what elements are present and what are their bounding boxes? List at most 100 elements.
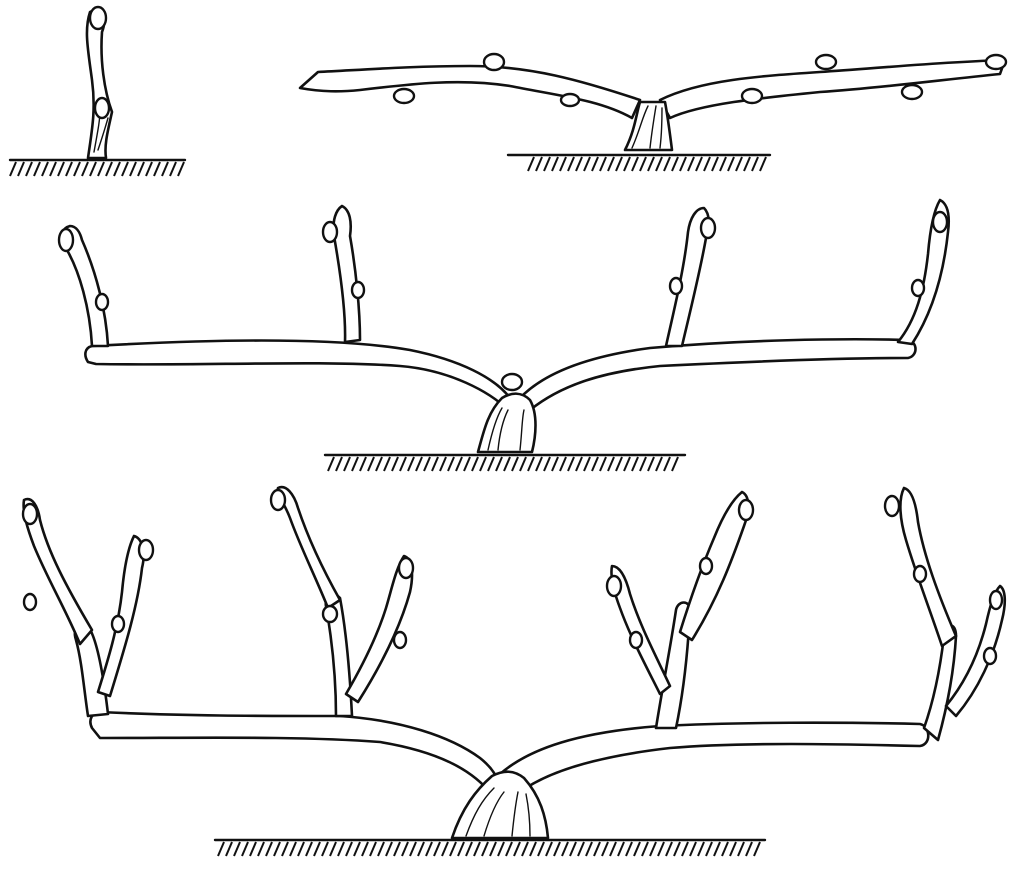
- ground-hatch-mark: [560, 457, 566, 471]
- ground-hatch-mark: [554, 842, 560, 856]
- ground-hatch-mark: [482, 842, 488, 856]
- ground-hatch-mark: [672, 457, 678, 471]
- stage-3-bud: [59, 229, 73, 251]
- ground-hatch-mark: [530, 842, 536, 856]
- ground-hatch-mark: [26, 162, 32, 176]
- stage-2-ground: [508, 155, 770, 171]
- stage-4-bud: [990, 591, 1002, 609]
- ground-hatch-mark: [544, 157, 550, 171]
- ground-hatch-mark: [368, 457, 374, 471]
- ground-hatch-mark: [384, 457, 390, 471]
- ground-hatch-mark: [418, 842, 424, 856]
- stage-4-ground: [215, 840, 765, 856]
- stage-4-left-arm: [90, 712, 498, 790]
- ground-hatch-mark: [298, 842, 304, 856]
- ground-hatch-mark: [106, 162, 112, 176]
- stage-4-bud: [885, 496, 899, 516]
- stage-4-shoot: [278, 487, 340, 608]
- ground-hatch-mark: [314, 842, 320, 856]
- ground-hatch-mark: [752, 157, 758, 171]
- stage-2-bud: [484, 54, 504, 70]
- ground-hatch-mark: [480, 457, 486, 471]
- ground-hatch-mark: [688, 157, 694, 171]
- ground-hatch-mark: [346, 842, 352, 856]
- ground-hatch-mark: [552, 157, 558, 171]
- ground-hatch-mark: [466, 842, 472, 856]
- ground-hatch-mark: [336, 457, 342, 471]
- ground-hatch-mark: [226, 842, 232, 856]
- ground-hatch-mark: [722, 842, 728, 856]
- ground-hatch-mark: [130, 162, 136, 176]
- ground-hatch-mark: [576, 157, 582, 171]
- ground-hatch-mark: [42, 162, 48, 176]
- ground-hatch-mark: [10, 162, 16, 176]
- ground-hatch-mark: [274, 842, 280, 856]
- ground-hatch-mark: [616, 457, 622, 471]
- ground-hatch-mark: [618, 842, 624, 856]
- ground-hatch-mark: [114, 162, 120, 176]
- ground-hatch-mark: [672, 157, 678, 171]
- stage-4-bud: [700, 558, 712, 574]
- stage-2-left-arm: [300, 66, 640, 118]
- stage-1-ground: [10, 160, 185, 176]
- stage-4-bud: [984, 648, 996, 664]
- ground-hatch-mark: [600, 457, 606, 471]
- stage-4-vine: [23, 487, 1005, 856]
- ground-hatch-mark: [538, 842, 544, 856]
- stage-4-shoot: [900, 488, 956, 646]
- ground-hatch-mark: [488, 457, 494, 471]
- stage-3-bud: [323, 222, 337, 242]
- stage-3-bud: [352, 282, 364, 298]
- ground-hatch-mark: [704, 157, 710, 171]
- ground-hatch-mark: [690, 842, 696, 856]
- ground-hatch-mark: [474, 842, 480, 856]
- stage-3-bud: [96, 294, 108, 310]
- stage-4-right-arm: [500, 723, 928, 792]
- ground-hatch-mark: [328, 457, 334, 471]
- stage-3-right-arm: [520, 339, 916, 410]
- ground-hatch-mark: [426, 842, 432, 856]
- ground-hatch-mark: [632, 157, 638, 171]
- ground-hatch-mark: [712, 157, 718, 171]
- stage-4-bud: [739, 500, 753, 520]
- ground-hatch-mark: [570, 842, 576, 856]
- ground-hatch-mark: [522, 842, 528, 856]
- stage-2-bud: [986, 55, 1006, 69]
- ground-hatch-mark: [584, 457, 590, 471]
- ground-hatch-mark: [464, 457, 470, 471]
- ground-hatch-mark: [344, 457, 350, 471]
- stage-3-trunk: [478, 394, 536, 452]
- ground-hatch-mark: [322, 842, 328, 856]
- stage-4-bud: [24, 594, 36, 610]
- ground-hatch-mark: [610, 842, 616, 856]
- ground-hatch-mark: [754, 842, 760, 856]
- ground-hatch-mark: [592, 157, 598, 171]
- ground-hatch-mark: [608, 157, 614, 171]
- stage-3-vine: [59, 200, 949, 471]
- ground-hatch-mark: [656, 157, 662, 171]
- ground-hatch-mark: [440, 457, 446, 471]
- stage-1-bud: [95, 98, 109, 118]
- stage-3-bud: [933, 212, 947, 232]
- ground-hatch-mark: [520, 457, 526, 471]
- ground-hatch-mark: [632, 457, 638, 471]
- ground-hatch-mark: [338, 842, 344, 856]
- ground-hatch-mark: [746, 842, 752, 856]
- ground-hatch-mark: [674, 842, 680, 856]
- ground-hatch-mark: [656, 457, 662, 471]
- ground-hatch-mark: [162, 162, 168, 176]
- ground-hatch-mark: [18, 162, 24, 176]
- ground-hatch-mark: [138, 162, 144, 176]
- ground-hatch-mark: [602, 842, 608, 856]
- ground-hatch-mark: [714, 842, 720, 856]
- ground-hatch-mark: [354, 842, 360, 856]
- ground-hatch-mark: [352, 457, 358, 471]
- ground-hatch-mark: [514, 842, 520, 856]
- stage-3-bud: [912, 280, 924, 296]
- ground-hatch-mark: [586, 842, 592, 856]
- ground-hatch-mark: [34, 162, 40, 176]
- ground-hatch-mark: [506, 842, 512, 856]
- ground-hatch-mark: [664, 457, 670, 471]
- ground-hatch-mark: [122, 162, 128, 176]
- ground-hatch-mark: [424, 457, 430, 471]
